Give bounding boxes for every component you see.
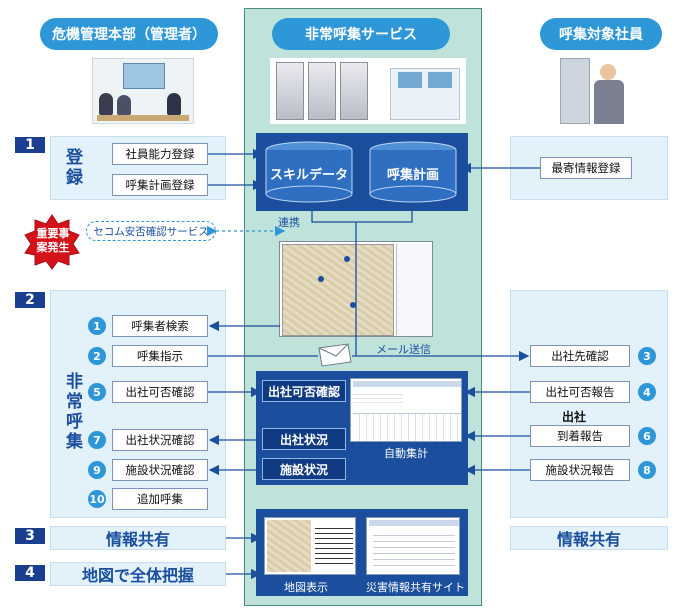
facility-status-button[interactable]: 施設状況	[262, 458, 346, 480]
registration-label: 登録	[62, 148, 82, 188]
map-side-list	[396, 244, 432, 336]
auto-aggregate-label: 自動集計	[384, 447, 428, 460]
emergency-label: 非常呼集	[62, 372, 82, 452]
map-display-label: 地図表示	[284, 581, 328, 594]
aggregation-table	[350, 378, 462, 442]
step-num-4: 4	[638, 383, 656, 401]
skill-data-label: スキルデータ	[269, 168, 348, 183]
step-num-2: 2	[88, 347, 106, 365]
server-illustration	[270, 58, 466, 124]
step-num-7: 7	[88, 431, 106, 449]
attendance-report-box[interactable]: 出社可否報告	[530, 381, 630, 403]
map-pin-icon	[318, 276, 324, 282]
meeting-illustration	[92, 58, 194, 124]
step-1-badge: 1	[15, 137, 45, 153]
additional-callup-box[interactable]: 追加呼集	[112, 488, 208, 510]
nearest-info-register-box[interactable]: 最寄情報登録	[540, 157, 632, 179]
employee-illustration	[556, 56, 640, 128]
map-area	[282, 244, 394, 336]
shusha-label: 出社	[562, 410, 587, 424]
callup-plan-label: 呼集計画	[386, 168, 439, 183]
destination-confirm-box[interactable]: 出社先確認	[530, 345, 630, 367]
info-share-right: 情報共有	[510, 526, 668, 550]
step-num-6: 6	[638, 427, 656, 445]
map-display-thumbnail	[264, 517, 356, 575]
facility-report-box[interactable]: 施設状況報告	[530, 459, 630, 481]
arrival-report-box[interactable]: 到着報告	[530, 425, 630, 447]
link-label: 連携	[278, 216, 300, 229]
info-share-left: 情報共有	[50, 526, 226, 550]
callup-search-box[interactable]: 呼集者検索	[112, 315, 208, 337]
callup-plan-register-box[interactable]: 呼集計画登録	[112, 174, 208, 196]
disaster-site-label: 災害情報共有サイト	[366, 581, 465, 594]
step-num-3: 3	[638, 347, 656, 365]
map-overview-box: 地図で全体把握	[50, 562, 226, 586]
attendance-confirm-box[interactable]: 出社可否確認	[112, 381, 208, 403]
attendance-status-box[interactable]: 出社状況確認	[112, 429, 208, 451]
incident-badge: 重要事案発生	[24, 214, 80, 270]
step-num-5: 5	[88, 383, 106, 401]
mail-icon	[318, 343, 352, 367]
attendance-confirm-button[interactable]: 出社可否確認	[262, 380, 346, 402]
step-4-badge: 4	[15, 565, 45, 581]
header-service: 非常呼集サービス	[272, 18, 450, 50]
step-num-8: 8	[638, 461, 656, 479]
incident-badge-text: 重要事案発生	[36, 227, 70, 254]
map-pin-icon	[344, 256, 350, 262]
header-employee: 呼集対象社員	[540, 18, 662, 50]
facility-status-box[interactable]: 施設状況確認	[112, 459, 208, 481]
skill-data-cylinder: スキルデータ	[264, 140, 354, 204]
secom-service-label: セコム安否確認サービス	[93, 225, 209, 238]
callup-plan-cylinder: 呼集計画	[368, 140, 458, 204]
step-2-badge: 2	[15, 292, 45, 308]
step-num-9: 9	[88, 461, 106, 479]
step-num-1: 1	[88, 317, 106, 335]
header-admin: 危機管理本部（管理者）	[40, 18, 218, 50]
employee-skill-register-box[interactable]: 社員能力登録	[112, 143, 208, 165]
callup-instruction-box[interactable]: 呼集指示	[112, 345, 208, 367]
step-num-10: 10	[88, 490, 106, 508]
attendance-status-button[interactable]: 出社状況	[262, 428, 346, 450]
step-3-badge: 3	[15, 528, 45, 544]
mail-send-label: メール送信	[376, 343, 431, 356]
map-pin-icon	[350, 302, 356, 308]
disaster-site-thumbnail	[366, 517, 460, 575]
